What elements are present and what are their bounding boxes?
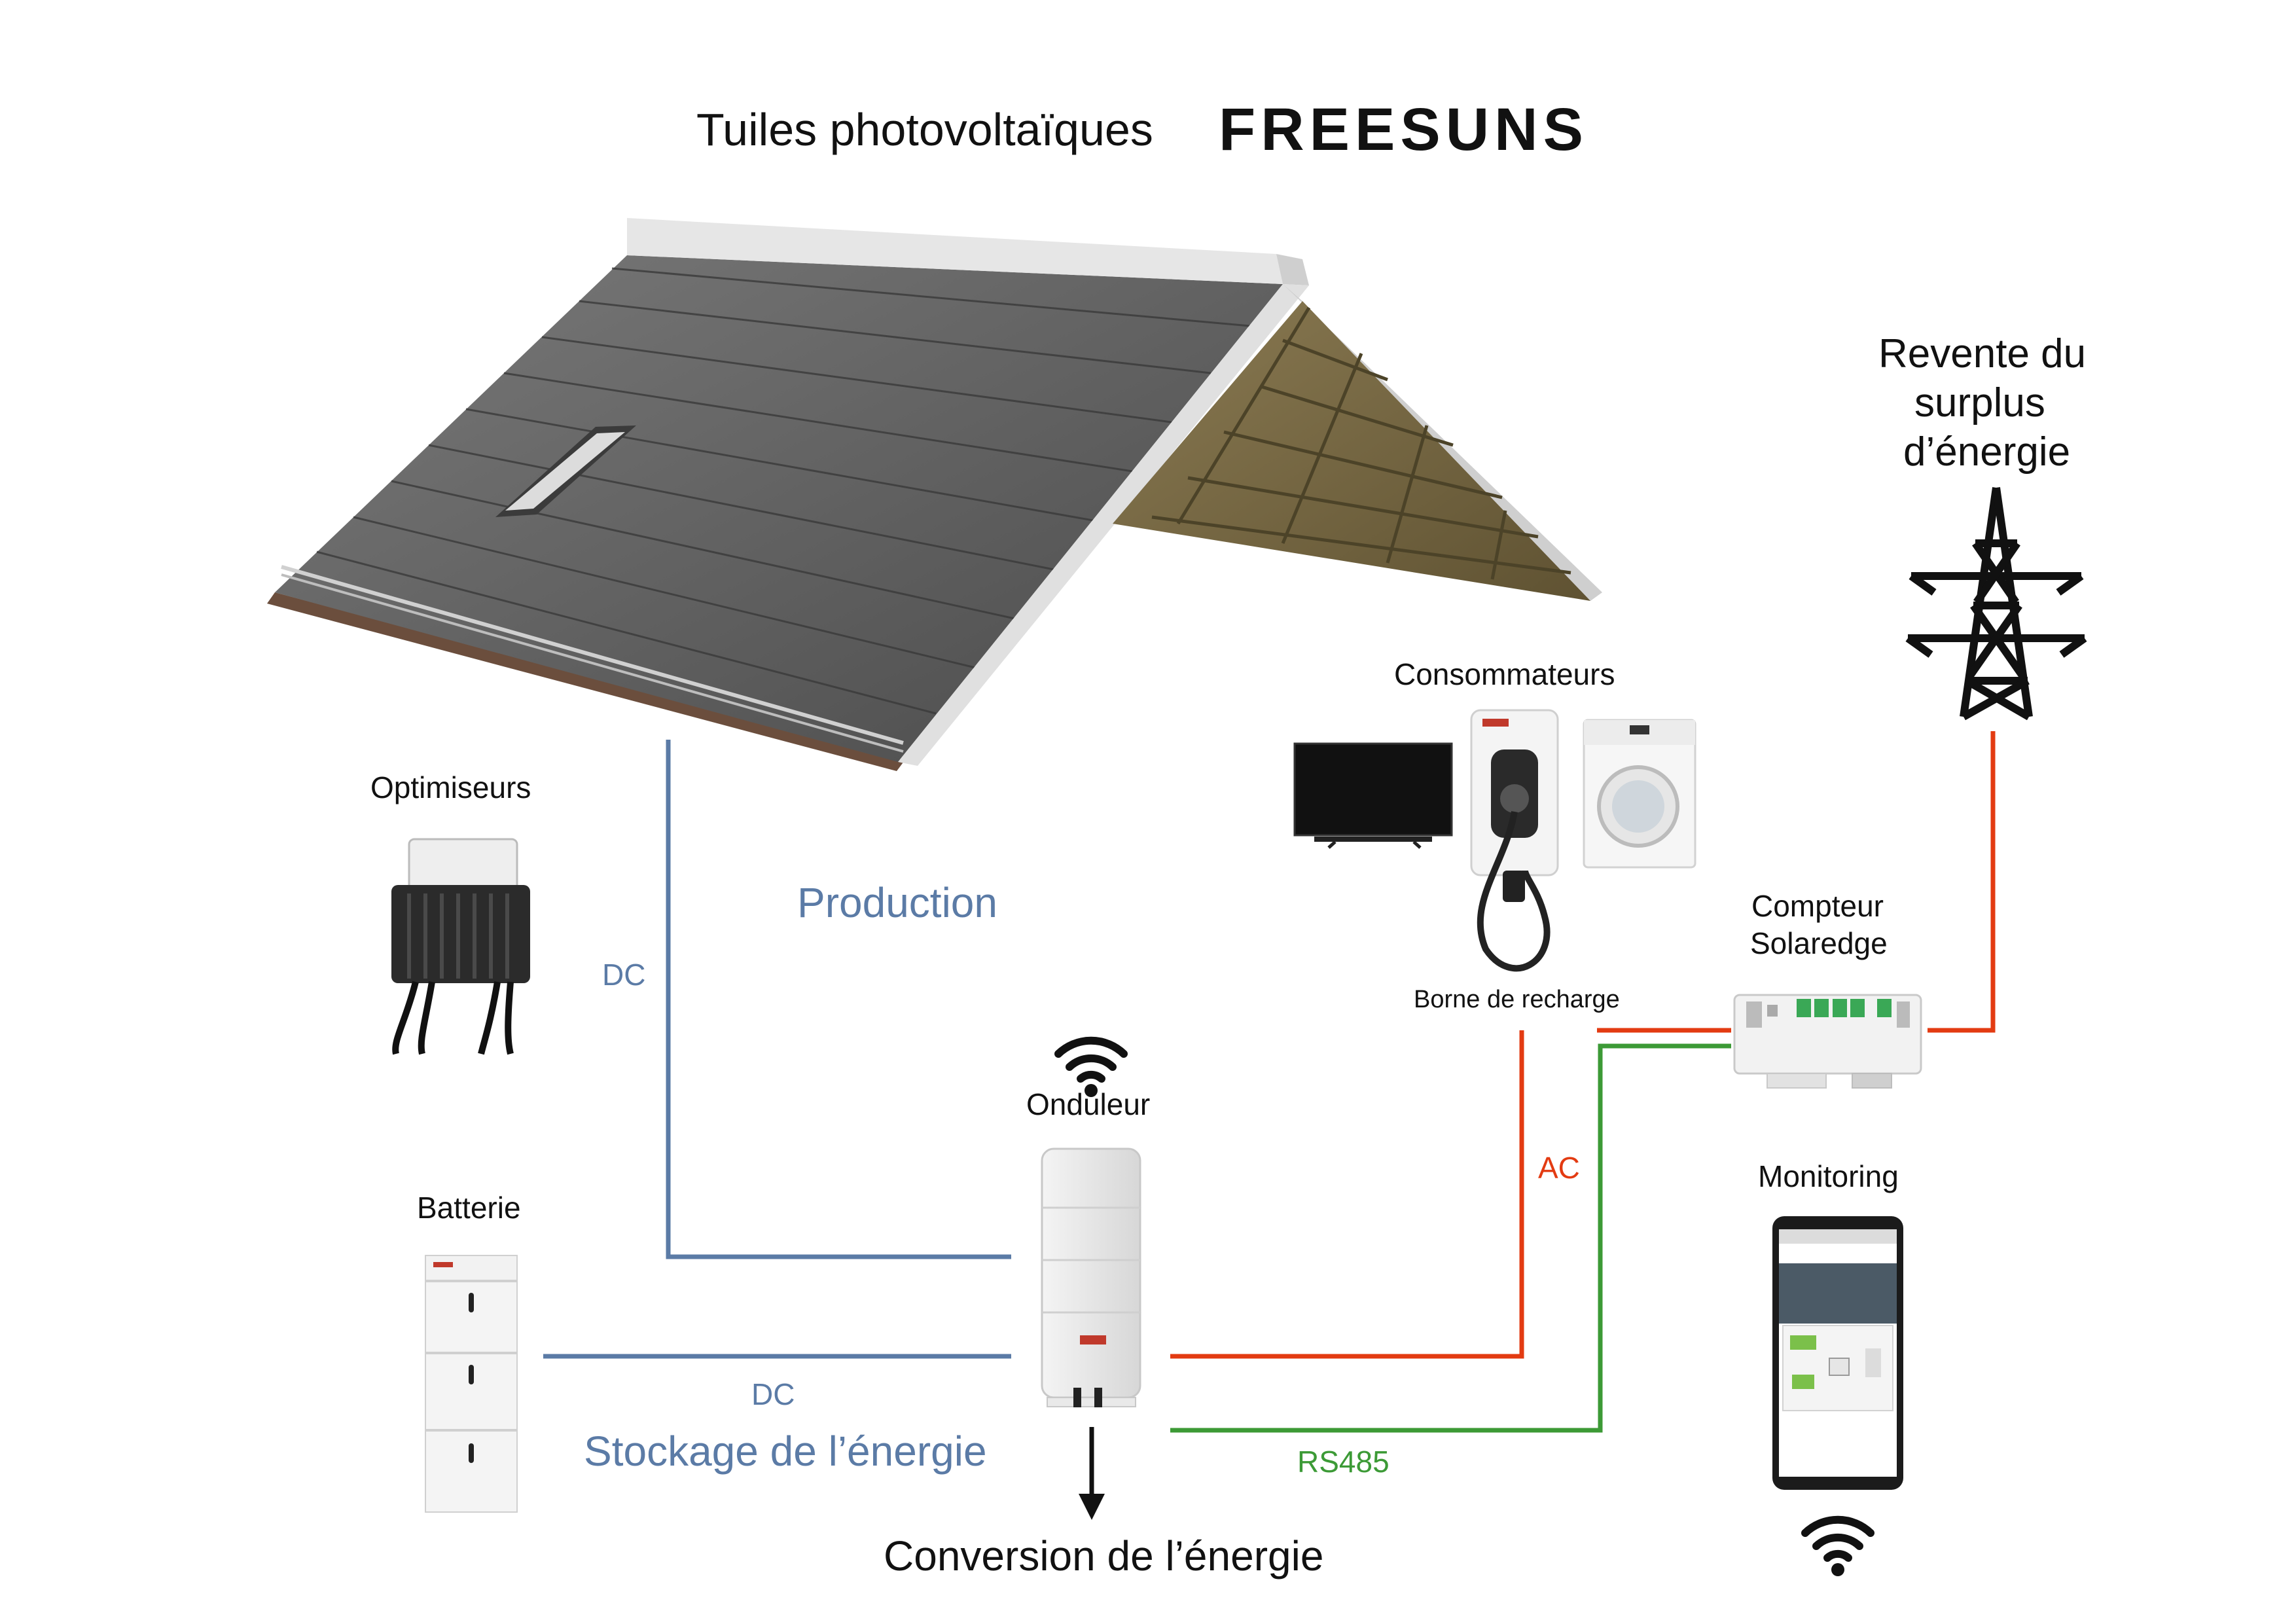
production-label: Production [797, 879, 997, 926]
optimizer-device [391, 838, 530, 1055]
wifi-icon [1801, 1515, 1874, 1576]
conversion-label: Conversion de l’énergie [884, 1532, 1324, 1579]
wifi-icon [1054, 1036, 1128, 1097]
inverter-device [1041, 1147, 1141, 1407]
dc-storage-label: DC [751, 1377, 795, 1411]
battery-device [425, 1255, 518, 1513]
rs485-label: RS485 [1297, 1445, 1390, 1479]
arrow-down-icon [1079, 1427, 1105, 1520]
resale-label-line2: surplus [1914, 380, 2045, 425]
consumers-label: Consommateurs [1394, 657, 1615, 691]
storage-label: Stockage de l’énergie [584, 1428, 987, 1475]
power-pylon-icon [1905, 487, 2087, 721]
brand-logo: FREESUNS [1219, 96, 1588, 163]
monitoring-label: Monitoring [1758, 1159, 1899, 1193]
charger-label: Borne de recharge [1414, 986, 1620, 1013]
resale-label-line3: d’énergie [1903, 429, 2071, 475]
optimizers-label: Optimiseurs [370, 770, 531, 804]
connections [543, 731, 1996, 1433]
meter-device [1733, 994, 1922, 1089]
diagram-title: Tuiles photovoltaïques [696, 104, 1153, 155]
dc-production-line [666, 740, 1011, 1259]
ac-line-inverter [1170, 1030, 1524, 1359]
rs485-line [1170, 1043, 1731, 1433]
inverter-label: Onduleur [1026, 1087, 1151, 1121]
battery-label: Batterie [417, 1191, 521, 1225]
resale-label-line1: Revente du [1878, 331, 2087, 376]
ev-charger-device [1470, 709, 1559, 972]
pv-tile-roof [267, 218, 1602, 771]
ac-line-grid [1928, 731, 1996, 1033]
roof-window [495, 425, 636, 517]
tv-device [1293, 742, 1453, 849]
ac-label: AC [1538, 1151, 1580, 1185]
dc-production-label: DC [602, 958, 646, 992]
washing-machine-device [1583, 719, 1696, 869]
monitoring-phone [1772, 1216, 1903, 1490]
meter-label-line1: Compteur [1751, 889, 1884, 923]
meter-label-line2: Solaredge [1750, 926, 1888, 960]
